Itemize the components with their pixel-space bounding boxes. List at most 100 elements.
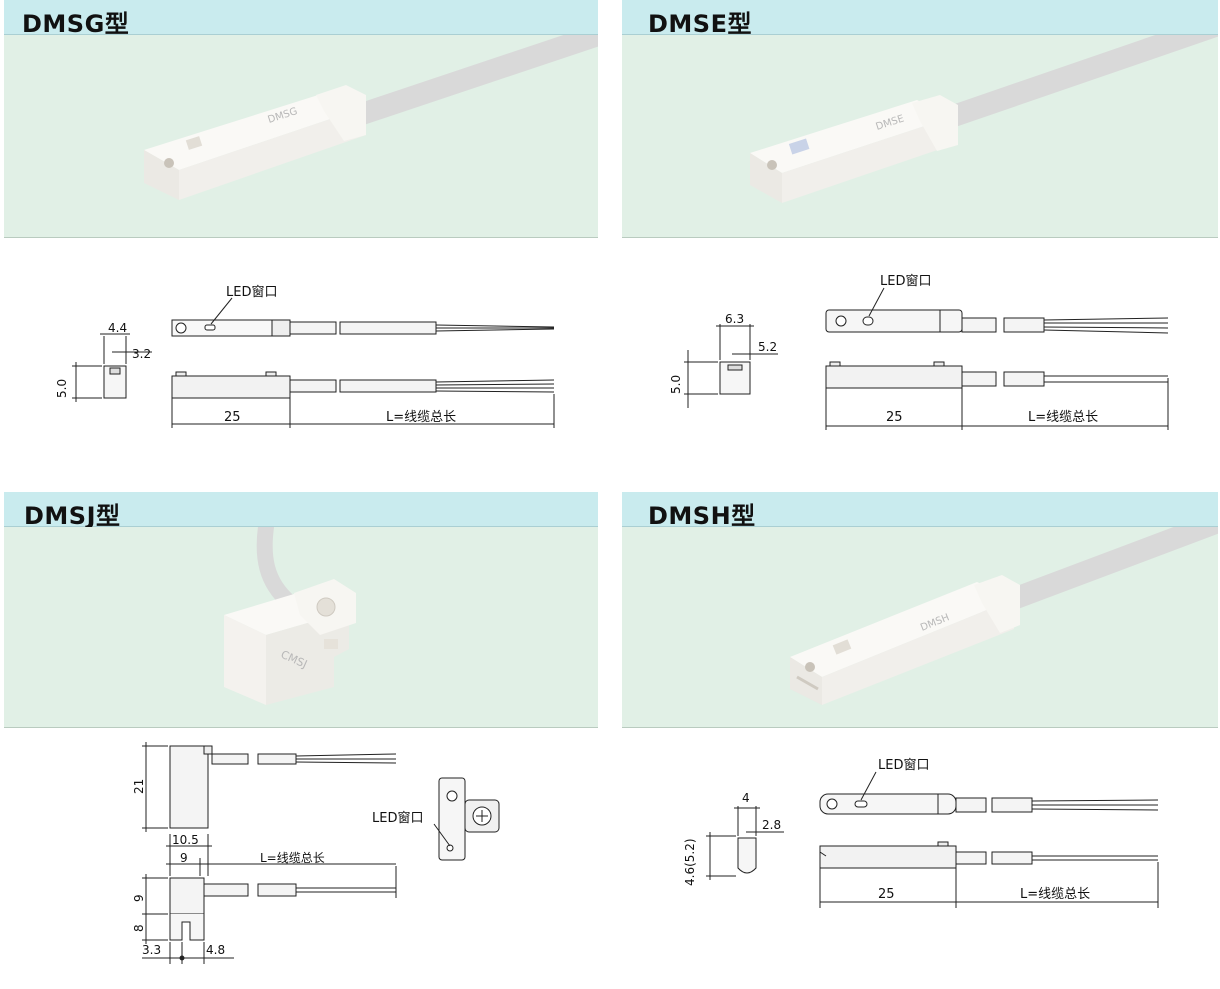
side-view-body (819, 845, 957, 869)
product-photo: CMSJ (4, 527, 598, 728)
panel-header: DMSJ型 (4, 492, 598, 530)
dim-cable-length: L=线缆总长 (260, 851, 325, 865)
cable-segment (991, 851, 1033, 865)
screw-icon (826, 798, 838, 810)
dim-height: 5.0 (55, 379, 69, 398)
sensor-end (750, 153, 782, 203)
sensor-top (144, 90, 366, 170)
cable-segment (961, 317, 997, 333)
dim-width: 6.3 (725, 312, 744, 326)
cable-segment (1003, 371, 1045, 387)
dim-cable-length: L=线缆总长 (1020, 886, 1090, 902)
product-photo: DMSE (622, 35, 1218, 238)
sensor-side (266, 611, 349, 705)
dim-body-length: 25 (224, 410, 241, 425)
led-window-icon (854, 800, 868, 808)
dim-bottom-3-3: 3.3 (142, 943, 161, 957)
panel-dmsg: DMSG型 DMSG 4.4 3.2 5.0 (4, 0, 598, 445)
dim-height: 4.6(5.2) (683, 838, 697, 886)
sensor-side (179, 107, 366, 200)
cable-segment (991, 797, 1033, 813)
sensor-cap (974, 575, 1020, 633)
sensor-end (144, 150, 179, 200)
top-view-body (819, 793, 957, 815)
led-window-icon (862, 316, 874, 326)
dimension-drawing: 6.3 5.2 5.0 LED窗口 25 L= (622, 238, 1218, 443)
sensor-top (790, 582, 1014, 677)
led-label: LED窗口 (372, 810, 423, 826)
cable-segment (339, 379, 437, 393)
dim-offset: 3.2 (132, 347, 151, 361)
sensor-cap (316, 85, 366, 141)
panel-title: DMSG型 (22, 10, 130, 38)
cable-segment (203, 883, 249, 897)
screw-icon (767, 160, 777, 170)
dim-height-21: 21 (132, 779, 146, 794)
side-view-body (169, 745, 209, 829)
side-view-body (171, 375, 291, 399)
cable-segment (289, 379, 337, 393)
dim-height-8: 8 (132, 924, 146, 932)
cable (931, 35, 1218, 131)
dim-offset: 2.8 (762, 818, 781, 832)
dim-cable-length: L=线缆总长 (386, 409, 456, 425)
led-window-icon (788, 138, 810, 155)
panel-dmsh: DMSH型 DMSH 4 2.8 4.6(5.2) (622, 492, 1218, 984)
dim-body-length: 25 (878, 887, 895, 902)
product-photo: DMSG (4, 35, 598, 238)
panel-dmse: DMSE型 DMSE 6.3 5.2 5.0 (622, 0, 1218, 445)
sensor-cap (912, 95, 958, 151)
cable (333, 35, 598, 131)
dim-bottom-4-8: 4.8 (206, 943, 225, 957)
led-window-icon (324, 639, 338, 649)
cable-segment (955, 797, 987, 813)
panel-title: DMSE型 (648, 10, 752, 38)
sensor-side (822, 599, 1014, 705)
sensor-side (782, 117, 952, 203)
cable-segment (961, 371, 997, 387)
dim-offset: 5.2 (758, 340, 777, 354)
dim-width: 4.4 (108, 321, 127, 335)
led-window-icon (832, 639, 852, 655)
product-photo: DMSH (622, 527, 1218, 728)
dimension-drawing: 4 2.8 4.6(5.2) LED窗口 25 L=线缆总长 (622, 728, 1218, 984)
dim-height-9: 9 (132, 894, 146, 902)
dim-width: 4 (742, 791, 750, 805)
bottom-view-body (169, 877, 205, 915)
led-window-icon (446, 844, 454, 852)
panel-title: DMSJ型 (24, 502, 121, 530)
panel-title: DMSH型 (648, 502, 756, 530)
sensor-front (224, 615, 266, 705)
panel-header: DMSH型 (622, 492, 1218, 530)
screw-icon (835, 315, 847, 327)
panel-header: DMSG型 (4, 0, 598, 38)
cable-segment (339, 321, 437, 335)
panel-header: DMSE型 (622, 0, 1218, 38)
led-window-icon (204, 324, 216, 331)
cable-segment (1003, 317, 1045, 333)
led-window-icon (185, 136, 203, 150)
side-view-body (825, 365, 963, 389)
dimension-drawing: 21 10.5 9 L=线缆总长 9 8 3.3 4.8 (4, 728, 598, 984)
cable-segment (955, 851, 987, 865)
end-view (737, 837, 757, 874)
screw-icon (805, 662, 815, 672)
cable-segment (289, 321, 337, 335)
screw-icon (316, 597, 336, 617)
end-view-slot (109, 367, 121, 375)
cable (981, 527, 1218, 618)
cable-segment (211, 753, 249, 765)
dim-height: 5.0 (669, 375, 683, 394)
cable-segment (257, 753, 297, 765)
cable-segment (257, 883, 297, 897)
sensor-top (750, 100, 952, 173)
panel-dmsj: DMSJ型 CMSJ 21 (4, 492, 598, 984)
dim-cable-length: L=线缆总长 (1028, 409, 1098, 425)
dim-width-10-5: 10.5 (172, 833, 199, 847)
led-label: LED窗口 (878, 757, 929, 773)
dim-body-length: 25 (886, 410, 903, 425)
led-label: LED窗口 (880, 273, 931, 289)
screw-icon (446, 790, 458, 802)
dim-width-9: 9 (180, 851, 188, 865)
dimension-drawing: 4.4 3.2 5.0 LED窗口 25 (4, 238, 598, 443)
